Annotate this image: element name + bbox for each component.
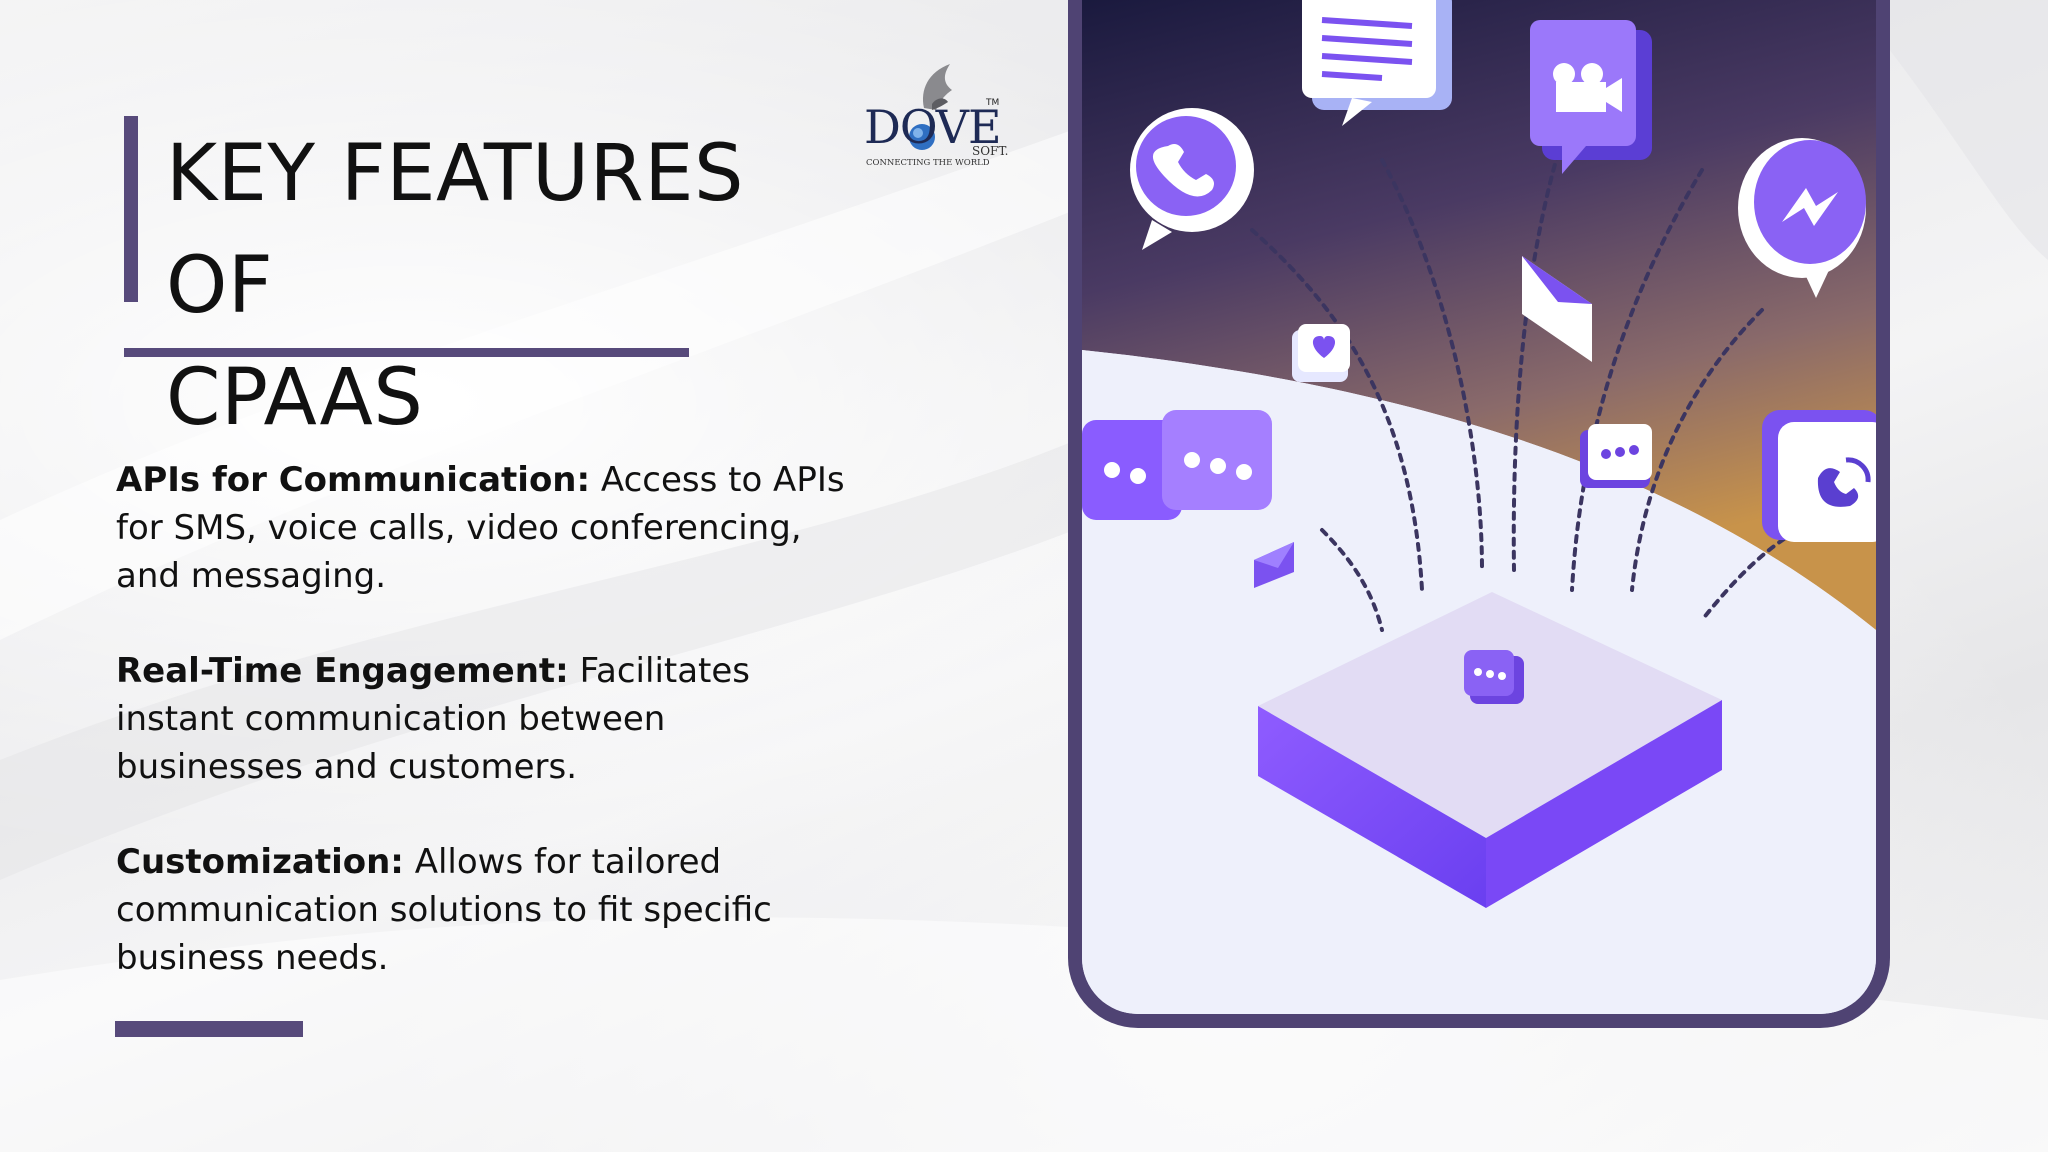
feature-heading: Real-Time Engagement: (116, 651, 569, 691)
page-title: KEY FEATURES OF CPAAS (166, 118, 866, 454)
feature-text: Allows for tailored communication soluti… (116, 842, 772, 978)
feature-heading: Customization: (116, 842, 404, 882)
logo-tagline: CONNECTING THE WORLD (866, 158, 990, 168)
feature-item: APIs for Communication: Access to APIs f… (116, 456, 846, 600)
phone-illustration (1068, 0, 1890, 1028)
title-line-1: KEY FEATURES OF (166, 129, 745, 331)
cpaas-illustration (1082, 0, 1876, 1014)
feature-list: APIs for Communication: Access to APIs f… (116, 456, 846, 1029)
feature-text: Access to APIs for SMS, voice calls, vid… (116, 460, 845, 596)
video-camera-icon (1530, 20, 1652, 174)
heart-chat-icon (1292, 324, 1350, 382)
platform-chat-icon (1258, 592, 1722, 908)
chat-call-icon (1762, 410, 1876, 542)
feature-item: Customization: Allows for tailored commu… (116, 838, 846, 982)
message-lines-icon (1302, 0, 1452, 126)
envelope-icon (1522, 256, 1592, 362)
logo-brand: DOVE (864, 100, 1002, 154)
title-accent-bar (124, 116, 138, 302)
envelope-small-icon (1254, 542, 1294, 588)
title-line-2: CPAAS (166, 353, 424, 443)
feature-item: Real-Time Engagement: Facilitates instan… (116, 647, 846, 791)
bottom-accent-bar (115, 1021, 303, 1037)
logo-trademark: TM (986, 98, 1000, 108)
chat-dots-icon (1082, 410, 1272, 520)
messenger-icon (1738, 138, 1866, 298)
dove-soft-logo: DOVE TM SOFT. CONNECTING THE WORLD (862, 60, 1012, 178)
feature-text: Facilitates instant communication betwee… (116, 651, 751, 787)
title-underline (124, 348, 689, 357)
dove-bird-icon (909, 64, 952, 150)
chat-dots-small-icon (1580, 424, 1652, 488)
feature-heading: APIs for Communication: (116, 460, 591, 500)
phone-call-icon (1130, 108, 1254, 250)
logo-sub: SOFT. (972, 144, 1009, 158)
